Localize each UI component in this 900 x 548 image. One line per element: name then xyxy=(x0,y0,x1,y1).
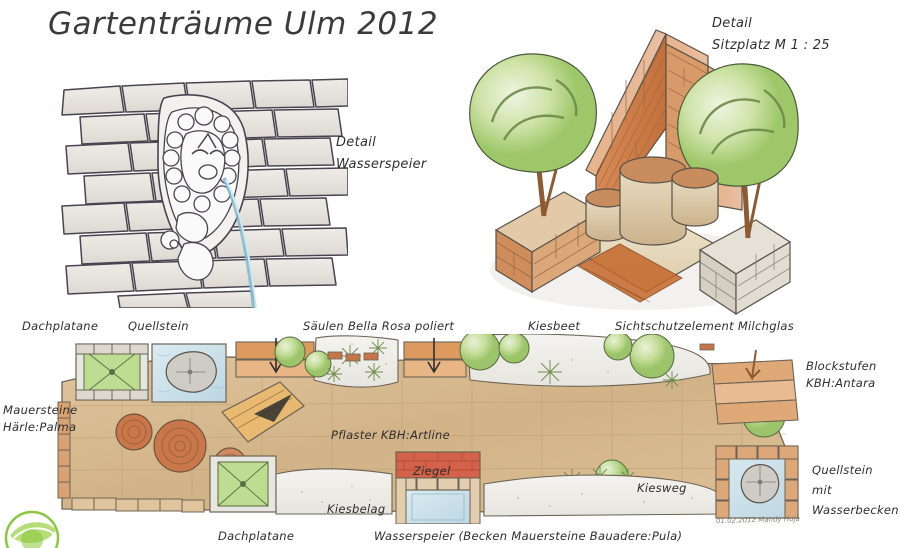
wasserspeier-detail-label-line2: Wasserspeier xyxy=(336,157,427,172)
plan-label-saeulen-bella-rosa: Säulen Bella Rosa poliert xyxy=(303,319,455,333)
plan-label-dachplatane-top: Dachplatane xyxy=(22,319,99,333)
plan-label-sichtschutzelement: Sichtschutzelement Milchglas xyxy=(615,319,794,333)
sitzplatz-detail-label-line1: Detail xyxy=(712,16,753,31)
plan-label-kbh-antara: KBH:Antara xyxy=(806,376,876,390)
plan-label-dachplatane-bottom: Dachplatane xyxy=(218,529,295,543)
plan-label-mauersteine: Mauersteine xyxy=(3,403,78,417)
sitzplatz-detail-drawing xyxy=(469,29,799,315)
plan-label-mit: mit xyxy=(812,483,832,497)
plan-label-kiesbelag: Kiesbelag xyxy=(327,502,386,516)
wasserspeier-detail-label-line1: Detail xyxy=(336,135,377,150)
company-logo-icon xyxy=(2,508,66,548)
plan-label-pflaster-kbh-artline: Pflaster KBH:Artline xyxy=(331,428,450,442)
plan-label-kiesbeet: Kiesbeet xyxy=(528,319,581,333)
plan-label-quellstein-top: Quellstein xyxy=(128,319,189,333)
plan-label-haerle-palma: Härle:Palma xyxy=(3,420,77,434)
page-title: Gartenträume Ulm 2012 xyxy=(48,6,439,42)
wasserspeier-detail-drawing xyxy=(61,78,348,308)
plan-label-quellstein-right: Quellstein xyxy=(812,463,873,477)
plan-label-wasserspeier-becken: Wasserspeier (Becken Mauersteine Bauader… xyxy=(374,529,683,543)
plan-label-kiesweg: Kiesweg xyxy=(637,481,687,495)
site-plan-drawing xyxy=(57,334,799,524)
plan-label-ziegel: Ziegel xyxy=(413,464,451,478)
plan-label-wasserbecken: Wasserbecken xyxy=(812,503,899,517)
plan-label-blockstufen: Blockstufen xyxy=(806,359,877,373)
sitzplatz-detail-label-line2: Sitzplatz M 1 : 25 xyxy=(712,38,830,53)
